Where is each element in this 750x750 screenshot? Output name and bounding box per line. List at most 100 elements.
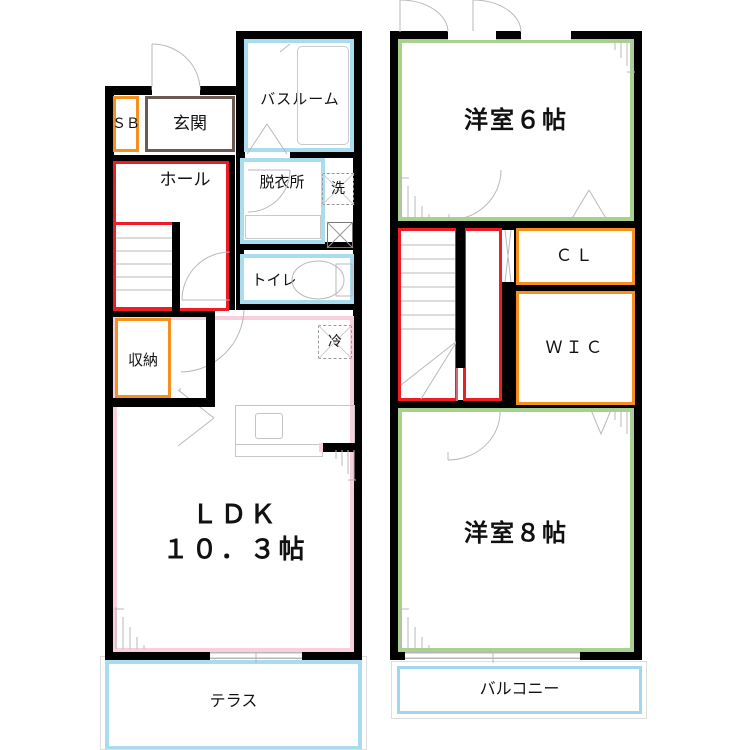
room-terrace: [105, 660, 362, 750]
wall-ldk-bottom-left: [105, 651, 210, 660]
floor-plan-2f: バルコニー 洋室８帖: [375, 0, 750, 750]
wall-cl-left: [510, 228, 518, 285]
door-swing-bed6-left: [399, 0, 449, 33]
window-hatch-bed8-left: [399, 607, 430, 649]
wall-bath-left: [236, 31, 245, 158]
fixture-washer-label: 洗: [331, 181, 345, 197]
window-hatch-ldk-left: [114, 607, 145, 649]
wall-toilet-right: [353, 250, 362, 308]
bathroom-corner-mark: [279, 43, 291, 53]
wall-datsuijo-bottom: [236, 242, 362, 250]
wall-ldk-bottom-right: [302, 651, 362, 660]
room-closet-label: ＣＬ: [555, 245, 596, 266]
wall-datsuijo-right: [353, 158, 362, 250]
bed6-door-opening-left: [448, 31, 496, 40]
window-hatch-ldk-right: [335, 450, 356, 481]
fixture-fridge: [318, 325, 352, 359]
wall-wic-right: [633, 285, 642, 408]
stairs-2f-landing: [463, 228, 502, 401]
door-swing-bedroom8: [447, 411, 501, 461]
window-hatch-bed8-right: [590, 409, 634, 440]
wall-cl-right: [633, 228, 642, 285]
wall-toilet-bottom: [236, 302, 362, 310]
wall-bed6-top-left: [390, 31, 448, 40]
bed6-door-opening-right: [521, 31, 571, 40]
fixture-fridge-label: 冷: [328, 334, 342, 350]
wall-hall-left: [105, 155, 114, 310]
room-entrance: [145, 96, 235, 152]
wall-hall-right: [228, 155, 235, 310]
wall-hall-top: [105, 155, 235, 162]
wall-ldk-left: [105, 308, 114, 660]
wall-kitchen-stub-pink: [319, 443, 323, 452]
room-wic-label: ＷＩＣ: [545, 337, 606, 358]
wall-bed6-top-right: [571, 31, 642, 40]
wall-2f-hall-bottom: [390, 400, 510, 408]
wall-entrance-left: [105, 86, 114, 158]
stairs-2f-divider: [456, 228, 465, 368]
stairs-1f: [113, 222, 175, 310]
wall-storage-bottom: [105, 398, 215, 407]
balcony-outer-frame: [391, 661, 647, 719]
floor-plan-1f: テラス ＬＤＫ １０．３帖 冷: [100, 31, 367, 750]
wall-bed8-right: [633, 408, 642, 660]
door-swing-hall-lower: [181, 251, 231, 301]
wall-wic-block: [510, 285, 642, 293]
stairs-1f-divider: [172, 222, 180, 314]
room-toilet-label: トイレ: [251, 270, 297, 289]
wall-wic-left: [510, 285, 518, 408]
wall-storage-right: [206, 308, 215, 406]
wall-bed6-top-mid: [496, 31, 521, 40]
bathtub: [297, 46, 349, 145]
room-shoebox: [113, 96, 139, 152]
wall-2f-hall-left: [390, 225, 399, 408]
room-bathroom-label: バスルーム: [260, 89, 340, 108]
datsuijo-corner-square-cross: [326, 221, 354, 249]
door-swing-entrance: [151, 43, 201, 91]
wall-kitchen-stub: [323, 443, 362, 452]
room-datsuijo-label: 脱衣所: [259, 172, 305, 191]
window-hatch-bed6-right: [614, 40, 635, 73]
room-entrance-label: 玄関: [173, 113, 207, 134]
room-bedroom8: [398, 408, 634, 652]
hall-door-to-closet-symbol: [504, 229, 512, 283]
room-hall-label: ホール: [159, 169, 211, 190]
wall-bed8-bottom-right: [580, 651, 642, 660]
wall-bed6-left: [390, 31, 399, 228]
storage-door-gap: [171, 330, 181, 388]
wall-storage-block: [105, 308, 215, 317]
vanity-counter: [245, 215, 321, 239]
room-storage: [115, 318, 171, 398]
toilet-fixture-symbol: [291, 260, 353, 300]
wall-bath-bottom: [290, 150, 362, 158]
room-ldk-size-label: １０．３帖: [162, 535, 308, 565]
window-hatch-bed6-left: [399, 176, 430, 218]
entrance-door-opening: [152, 86, 200, 95]
stairs-1f-treads: [116, 237, 172, 291]
room-wic: [516, 291, 635, 405]
room-bedroom6-label: 洋室６帖: [464, 106, 568, 134]
wall-2f-hall-right: [501, 225, 510, 408]
room-storage-label: 収納: [127, 350, 158, 369]
room-bedroom8-label: 洋室８帖: [464, 519, 568, 547]
room-shoebox-label: ＳＢ: [112, 115, 140, 132]
room-balcony: [397, 666, 642, 714]
room-bathroom: [244, 39, 354, 152]
datsuijo-corner-square: [327, 222, 353, 248]
door-swing-bed6-to-hall: [448, 169, 502, 221]
room-bedroom6: [398, 39, 634, 221]
kitchen-counter-edge: [235, 445, 323, 457]
fixture-washer-cross: [321, 172, 355, 206]
wall-bed6-right: [633, 31, 642, 228]
wall-bed8-left: [390, 408, 399, 660]
door-swing-bed6-right: [472, 0, 522, 33]
fixture-washer: [322, 173, 354, 205]
bed6-corner-symbol: [570, 189, 608, 221]
bathroom-door-symbol: [246, 123, 288, 155]
wall-bed8-bottom-left: [390, 651, 405, 660]
room-terrace-label: テラス: [209, 691, 258, 710]
kitchen-counter: [235, 405, 355, 445]
room-datsuijo: [240, 158, 325, 244]
room-ldk: [113, 316, 354, 652]
